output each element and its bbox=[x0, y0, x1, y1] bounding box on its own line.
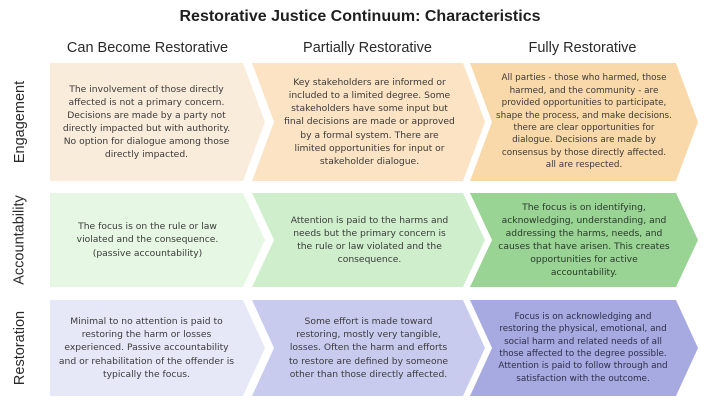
cell-text: The focus is on the rule or law violated… bbox=[76, 221, 219, 259]
cell-text: The focus is on identifying, acknowledgi… bbox=[498, 201, 670, 279]
restoration-fully-chevron: Focus is on acknowledging and restoring … bbox=[470, 300, 698, 396]
cell-text: Attention is paid to the harms and needs… bbox=[290, 214, 449, 266]
restoration-can-become-chevron: Minimal to no attention is paid to resto… bbox=[50, 300, 265, 396]
accountability-fully-chevron: The focus is on identifying, acknowledgi… bbox=[470, 193, 698, 287]
engagement-can-become-chevron: The involvement of those directly affect… bbox=[50, 63, 265, 181]
row-label-restoration: Restoration bbox=[12, 310, 28, 386]
accountability-partially-chevron: Attention is paid to the harms and needs… bbox=[252, 193, 485, 287]
restoration-partially-chevron: Some effort is made toward restoring, mo… bbox=[252, 300, 485, 396]
cell-text: Focus is on acknowledging and restoring … bbox=[498, 311, 668, 384]
cell-text: Key stakeholders are informed or include… bbox=[284, 77, 455, 167]
cell-text: The involvement of those directly affect… bbox=[62, 83, 231, 161]
column-header-partially-restorative: Partially Restorative bbox=[303, 40, 432, 56]
accountability-can-become-chevron: The focus is on the rule or law violated… bbox=[50, 193, 265, 287]
column-header-fully-restorative: Fully Restorative bbox=[528, 40, 637, 56]
engagement-partially-chevron: Key stakeholders are informed or include… bbox=[252, 63, 485, 181]
row-label-engagement: Engagement bbox=[12, 80, 29, 164]
cell-text: All parties - those who harmed, those ha… bbox=[496, 73, 672, 171]
cell-text: Some effort is made toward restoring, mo… bbox=[288, 316, 449, 380]
engagement-fully-chevron: All parties - those who harmed, those ha… bbox=[470, 63, 698, 181]
diagram-title: Restorative Justice Continuum: Character… bbox=[179, 8, 541, 25]
column-header-can-become-restorative: Can Become Restorative bbox=[66, 40, 229, 56]
row-label-accountability: Accountability bbox=[12, 195, 28, 285]
cell-text: Minimal to no attention is paid to resto… bbox=[58, 316, 235, 380]
